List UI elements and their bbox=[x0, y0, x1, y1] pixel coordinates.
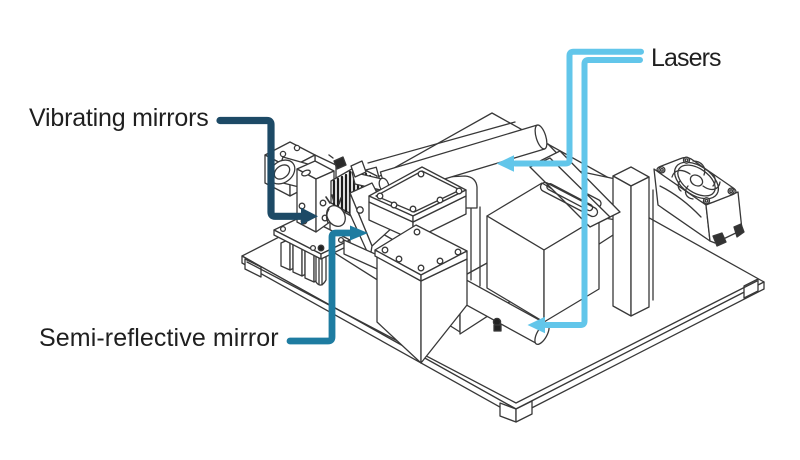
svg-text:Lasers: Lasers bbox=[651, 44, 721, 72]
svg-text:Vibrating mirrors: Vibrating mirrors bbox=[29, 104, 209, 132]
svg-text:Semi-reflective mirror: Semi-reflective mirror bbox=[39, 324, 279, 352]
